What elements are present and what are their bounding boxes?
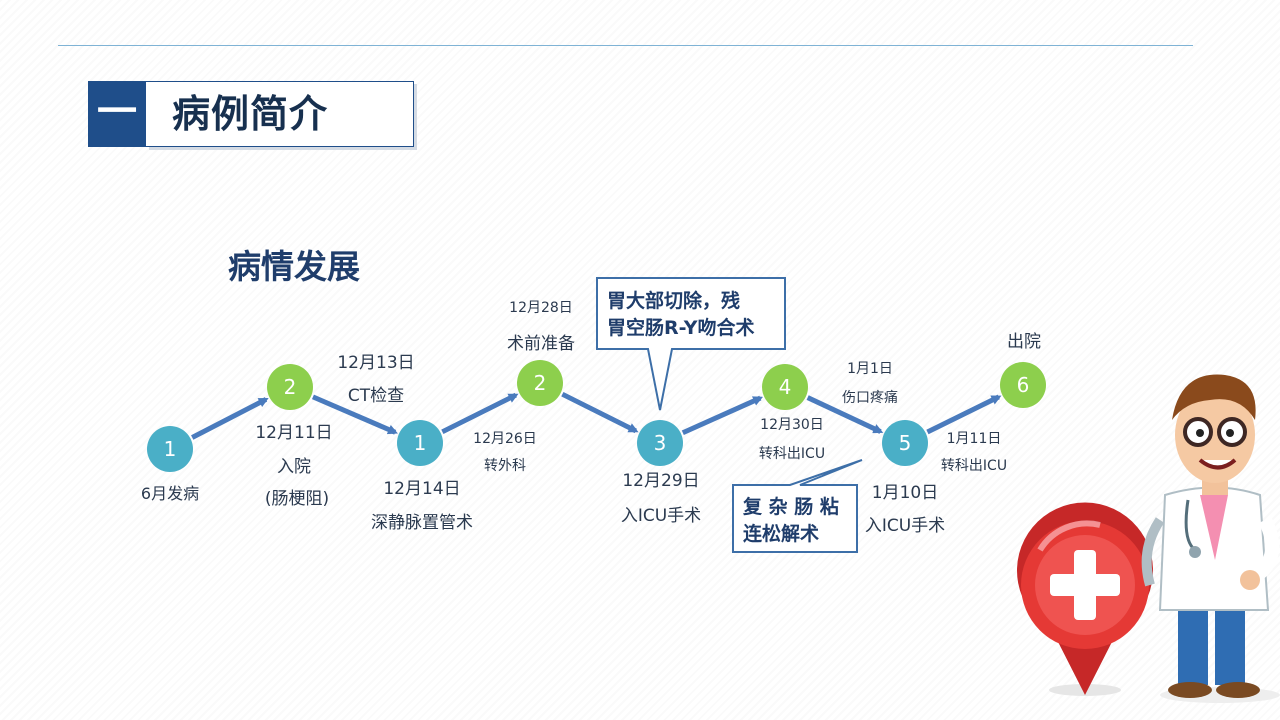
timeline-node-6: 4 — [762, 364, 808, 410]
timeline-node-7-text: 1月1日 — [847, 361, 893, 377]
node-number: 6 — [1017, 373, 1030, 397]
callout-line: 胃空肠R-Y吻合术 — [607, 316, 755, 339]
timeline-node-6-text: 12月30日 — [760, 417, 824, 433]
timeline-node-4-text: 12月28日 — [509, 300, 573, 316]
timeline-node-7: 5 — [882, 420, 928, 466]
timeline-node-2-text: 入院 — [277, 457, 311, 477]
node-circle — [517, 360, 563, 406]
node-circle — [1000, 362, 1046, 408]
flow-arrow-5 — [681, 395, 764, 436]
node-circle — [637, 420, 683, 466]
node-number: 2 — [534, 371, 547, 395]
timeline-node-8-text: 出院 — [1007, 332, 1041, 352]
flow-arrow-3 — [441, 392, 519, 435]
flow-arrow-4 — [561, 391, 639, 434]
callout-2-bubble — [732, 459, 863, 553]
section-number: 一 — [88, 81, 146, 147]
doctor-illustration — [1017, 374, 1280, 703]
callout-1: 胃大部切除，残胃空肠R-Y吻合术 — [607, 288, 754, 341]
callout-line: 复 杂 肠 粘 — [743, 496, 839, 518]
timeline-node-8: 6 — [1000, 362, 1046, 408]
timeline-node-3-text: CT检查 — [347, 386, 405, 406]
node-number: 1 — [164, 437, 177, 461]
flow-arrow-1 — [191, 397, 269, 440]
node-number: 5 — [899, 431, 912, 455]
top-rule — [58, 45, 1193, 46]
node-number: 3 — [654, 431, 667, 455]
timeline-node-1: 1 — [147, 426, 193, 472]
timeline-node-7-text: 伤口疼痛 — [842, 390, 898, 406]
node-number: 1 — [414, 431, 427, 455]
timeline-node-1-text: 6月发病 — [140, 484, 200, 503]
timeline-node-4: 2 — [517, 360, 563, 406]
medical-cross-pin-icon — [1017, 502, 1153, 696]
section-title-box: 病例简介 — [146, 81, 414, 147]
timeline-node-2-text: (肠梗阻) — [264, 489, 330, 509]
timeline-node-5: 3 — [637, 420, 683, 466]
timeline-node-4-text: 12月26日 — [473, 431, 537, 447]
callout-line: 连松解术 — [743, 522, 820, 545]
timeline-node-6-text: 转科出ICU — [758, 446, 826, 462]
node-circle — [882, 420, 928, 466]
timeline-node-3-text: 12月14日 — [383, 479, 461, 499]
progress-heading: 病情发展 — [228, 247, 360, 286]
timeline-node-5-text: 入ICU手术 — [620, 506, 702, 526]
timeline-node-4-text: 术前准备 — [507, 334, 575, 354]
timeline-node-5-text: 12月29日 — [622, 471, 700, 491]
node-circle — [762, 364, 808, 410]
timeline-node-7-text: 转科出ICU — [940, 458, 1008, 474]
node-circle — [147, 426, 193, 472]
node-number: 4 — [779, 375, 792, 399]
flow-arrow-2 — [311, 394, 398, 435]
callout-2: 复 杂 肠 粘连松解术 — [743, 494, 839, 547]
node-circle — [397, 420, 443, 466]
node-circle — [267, 364, 313, 410]
callout-line: 胃大部切除，残 — [607, 290, 741, 312]
timeline-node-7-text: 入ICU手术 — [864, 516, 946, 536]
callout-1-bubble — [596, 277, 786, 411]
flow-arrow-6 — [806, 395, 884, 434]
timeline-node-7-text: 1月11日 — [946, 431, 1002, 447]
timeline-node-4-text: 转外科 — [484, 458, 526, 474]
timeline-node-3: 1 — [397, 420, 443, 466]
timeline-node-2-text: 12月11日 — [255, 423, 333, 443]
timeline-node-3-text: 深静脉置管术 — [371, 513, 473, 533]
timeline-node-2: 2 — [267, 364, 313, 410]
timeline-node-7-text: 1月10日 — [871, 483, 939, 503]
section-header: 一 病例简介 — [88, 81, 415, 147]
flow-arrow-7 — [926, 394, 1002, 435]
timeline-node-3-text: 12月13日 — [337, 353, 415, 373]
section-title: 病例简介 — [172, 92, 329, 136]
node-number: 2 — [284, 375, 297, 399]
